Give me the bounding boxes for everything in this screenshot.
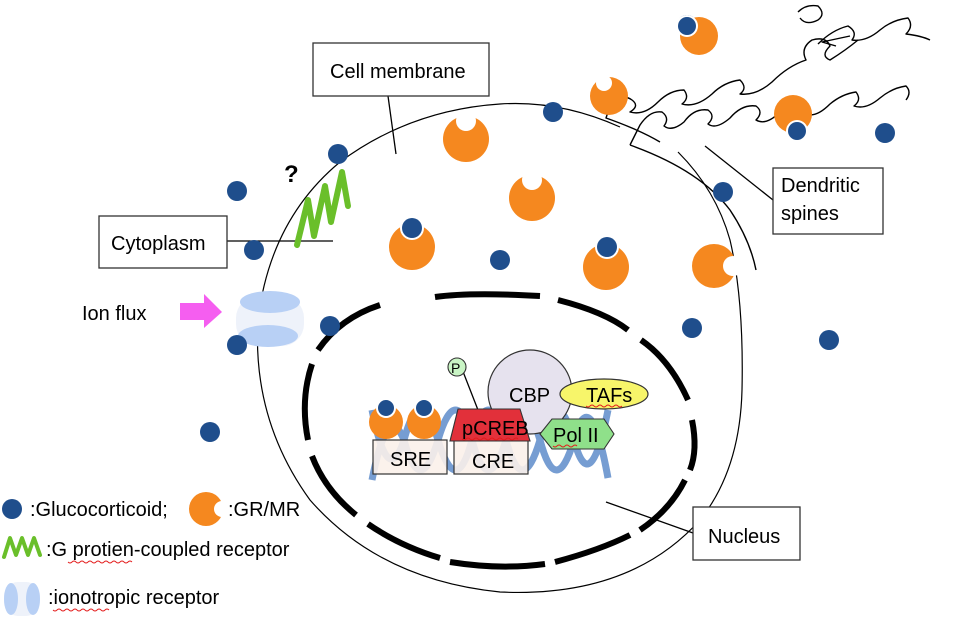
dendritic-spines-label-line1: Dendritic [781, 175, 860, 197]
pol-ii-label: Pol II [553, 425, 599, 447]
sre-label: SRE [390, 449, 431, 471]
receptor-bound [676, 15, 718, 55]
glucocorticoid-dot [320, 316, 340, 336]
cre-site: CRE [453, 439, 529, 475]
gr-mr-receptors [389, 15, 812, 290]
ionotropic-receptor-icon [4, 582, 40, 616]
tafs-label: TAFs [586, 385, 632, 407]
legend-ionotropic-text: :ionotropic receptor [48, 587, 220, 609]
phospho-label: P [451, 360, 460, 376]
cell-membrane [256, 102, 743, 594]
glucocorticoid-dot [819, 330, 839, 350]
glucocorticoid-dot [543, 102, 563, 122]
glucocorticoid-dot [490, 250, 510, 270]
legend-gpcr-text: :G protien-coupled receptor [46, 539, 290, 561]
phospho-group: P [447, 357, 479, 411]
glucocorticoid-dot [200, 422, 220, 442]
question-mark: ? [284, 161, 299, 188]
sre-site: SRE [372, 439, 448, 475]
pol-ii: Pol II [539, 418, 615, 450]
legend-item-gr-mr: :GR/MR [189, 492, 300, 526]
glucocorticoid-dot [713, 182, 733, 202]
ion-flux-arrow-icon [180, 294, 222, 328]
glucocorticoid-dot [244, 240, 264, 260]
label-nucleus: Nucleus [605, 501, 801, 561]
cytoplasm-label: Cytoplasm [111, 233, 205, 255]
label-cell-membrane: Cell membrane [312, 42, 490, 155]
glucocorticoid-dot [227, 335, 247, 355]
gpcr-icon [294, 169, 351, 248]
legend-item-ionotropic: :ionotropic receptor [4, 582, 220, 616]
glucocorticoid-dot [227, 181, 247, 201]
ion-flux-label: Ion flux [82, 303, 146, 325]
legend: :Glucocorticoid; :GR/MR :G protien-coupl… [2, 492, 300, 616]
glucocorticoid-dot [682, 318, 702, 338]
legend-item-glucocorticoid: :Glucocorticoid; [2, 499, 168, 521]
glucocorticoid-icon [2, 499, 22, 519]
receptor-bound [583, 235, 629, 290]
pcreb: pCREB [449, 408, 531, 442]
gr-dimer [369, 398, 441, 439]
receptor-unbound [509, 170, 555, 221]
pcreb-label: pCREB [462, 418, 529, 440]
legend-glucocorticoid-text: :Glucocorticoid; [30, 499, 168, 521]
label-dendritic-spines: Dendritic spines [704, 145, 884, 235]
cre-label: CRE [472, 451, 514, 473]
dendritic-spines-label-line2: spines [781, 203, 839, 225]
glucocorticoid-dot [328, 144, 348, 164]
receptor-bound [774, 95, 812, 142]
cell-membrane-label: Cell membrane [330, 61, 466, 83]
tafs: TAFs [559, 378, 649, 410]
gpcr-legend-icon [2, 536, 42, 559]
cbp-label: CBP [509, 385, 550, 407]
ion-channel-icon [236, 291, 304, 347]
legend-item-gpcr: :G protien-coupled receptor [2, 536, 290, 564]
receptor-unbound [443, 111, 489, 162]
receptor-bound [389, 216, 435, 270]
receptor-unbound [692, 244, 743, 288]
nuclear-envelope [301, 291, 698, 570]
glucocorticoid-dot [875, 123, 895, 143]
receptor-unbound [590, 75, 628, 115]
nucleus-label: Nucleus [708, 526, 780, 548]
gr-mr-icon [189, 492, 230, 526]
label-cytoplasm: Cytoplasm [98, 215, 333, 269]
legend-gr-mr-text: :GR/MR [228, 499, 300, 521]
dendritic-spines [605, 4, 931, 271]
